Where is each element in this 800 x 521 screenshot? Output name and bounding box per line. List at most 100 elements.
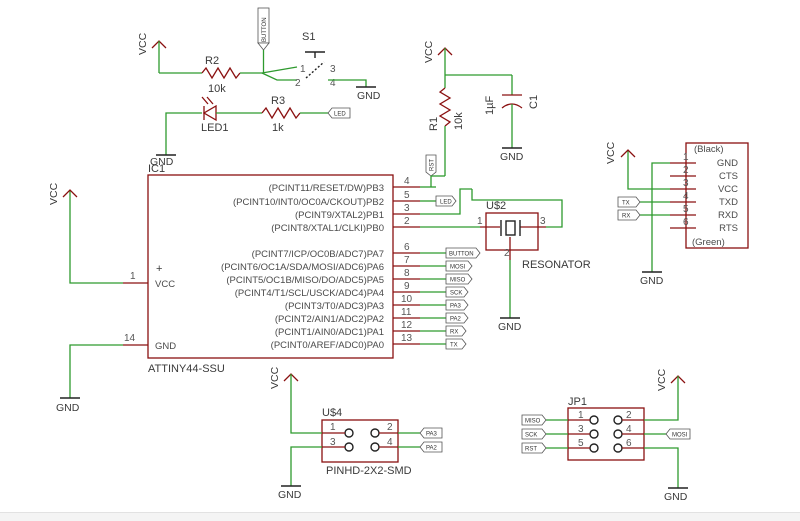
ic1-attiny44[interactable]: IC1 ATTINY44-SSU + 1 14 VCC GND (PCINT11… [123,163,420,375]
svg-text:2: 2 [295,78,301,89]
jp1-ref: JP1 [568,396,587,408]
svg-text:VCC: VCC [656,368,668,391]
ic1-vcc-symbol: VCC [48,182,123,284]
svg-text:2: 2 [626,410,632,421]
ic1-plus-mark: + [156,263,162,275]
svg-text:4: 4 [387,437,393,448]
button-net-tag[interactable]: BUTTON [257,7,270,73]
svg-text:CTS: CTS [719,171,738,182]
svg-text:TX: TX [450,343,458,349]
svg-text:10k: 10k [453,112,465,130]
ftdi-net-tags[interactable]: TX RX [617,196,641,221]
svg-text:RXD: RXD [718,210,738,221]
svg-text:5: 5 [578,438,584,449]
svg-text:GND: GND [357,90,381,102]
ic1-pin-name: GND [155,341,176,352]
resistor-r2[interactable]: R2 10k [159,55,262,95]
ic1-right-pins [393,186,420,345]
svg-text:LED: LED [440,200,452,206]
svg-text:4: 4 [683,191,689,202]
ic1-pin-name: (PCINT4/T1/SCL/USCK/ADC4)PA4 [235,288,384,299]
u4-part: PINHD-2X2-SMD [326,465,412,477]
r3-ref: R3 [271,95,285,107]
svg-text:9: 9 [404,281,410,292]
svg-text:3: 3 [578,424,584,435]
ftdi-pin-nums: 1 2 3 4 5 6 [683,152,689,228]
capacitor-c1[interactable]: GND 1µF C1 [484,75,540,163]
svg-text:PA3: PA3 [426,432,438,438]
ftdi-bottom-label: (Green) [692,237,725,248]
ic1-part: ATTINY44-SSU [148,363,225,375]
svg-text:MOSI: MOSI [450,265,466,271]
net-tag-tx-ftdi: TX [617,196,641,208]
ftdi-header[interactable]: (Black) (Green) GND CTS VCC TXD RXD RTS … [670,142,749,249]
r2-ref: R2 [205,55,219,67]
net-tag-pa2-u4: PA2 [419,441,443,453]
led1[interactable]: LED1 [201,96,262,134]
led1-gnd-symbol: GND [150,112,202,168]
svg-text:VCC: VCC [137,32,149,55]
net-tag-rx-ftdi: RX [617,209,641,221]
svg-text:PA2: PA2 [450,317,462,323]
r1-vcc-symbol: VCC [423,40,512,88]
ic1-pin-name: (PCINT9/XTAL2)PB1 [295,210,384,221]
svg-text:PA2: PA2 [426,446,438,452]
svg-text:GND: GND [498,321,522,333]
ftdi-pin-names: GND CTS VCC TXD RXD RTS [717,158,738,234]
svg-text:GND: GND [56,402,80,414]
header-u4[interactable]: U$4 1 2 3 4 PINHD-2X2-SMD [321,407,412,477]
resonator-ref: U$2 [486,200,506,212]
svg-text:11: 11 [401,307,412,318]
svg-text:GND: GND [278,489,302,501]
svg-text:BUTTON: BUTTON [449,252,474,258]
svg-text:BUTTON: BUTTON [262,17,268,42]
ic1-net-wires [420,186,480,345]
svg-text:3: 3 [404,203,410,214]
u4-ref: U$4 [322,407,342,419]
ic1-pin-name: (PCINT7/ICP/OC0B/ADC7)PA7 [252,249,384,260]
svg-text:LED: LED [334,112,346,118]
svg-text:1: 1 [330,422,336,433]
svg-text:7: 7 [404,255,410,266]
svg-text:GND: GND [640,275,664,287]
ic1-pin-name: VCC [155,279,175,290]
svg-text:2: 2 [504,248,510,259]
net-tag-mosi-jp1: MOSI [665,428,691,440]
ic1-gnd-symbol: GND [56,344,123,414]
s1-ref: S1 [302,31,315,43]
svg-text:1: 1 [300,64,306,75]
jp1-net-tags[interactable]: MISO SCK RST MOSI [521,414,691,454]
svg-text:3: 3 [540,216,546,227]
jp1-wiring: VCC GND [546,368,688,503]
svg-text:C1: C1 [528,95,540,109]
svg-text:6: 6 [404,242,410,253]
header-jp1[interactable]: JP1 1 2 3 4 5 6 [567,396,645,461]
ic1-pin-name: (PCINT5/OC1B/MISO/DO/ADC5)PA5 [226,275,384,286]
svg-text:8: 8 [404,268,410,279]
switch-s1[interactable]: S1 1 2 3 4 GND [261,31,381,102]
ic1-pin-name: (PCINT3/T0/ADC3)PA3 [285,301,384,312]
u4-net-tags[interactable]: PA3 PA2 [419,427,443,453]
svg-text:GND: GND [150,156,174,168]
svg-text:10: 10 [401,294,413,305]
net-tag-rst: RST [425,154,437,187]
resistor-r3[interactable]: R3 1k [261,95,328,134]
svg-text:R1: R1 [428,117,440,131]
svg-text:5: 5 [683,204,689,215]
resonator-u2[interactable]: U$2 1 2 3 RESONATOR GND [471,189,591,333]
svg-text:RX: RX [450,330,458,336]
svg-text:13: 13 [401,333,413,344]
u4-wiring: VCC GND [269,366,420,501]
resistor-r1[interactable]: R1 10k [428,87,465,177]
ic1-pin-name: (PCINT2/AIN1/ADC2)PA2 [275,314,384,325]
ic1-net-tags[interactable]: RST LED BUTTON MOSI MISO SCK PA3 PA2 RX … [425,154,481,350]
led-net-tag[interactable]: LED [327,107,351,119]
svg-text:3: 3 [683,178,689,189]
r3-value: 1k [272,122,284,134]
svg-text:RST: RST [430,159,436,171]
ic1-pin-name: (PCINT1/AIN0/ADC1)PA1 [275,327,384,338]
svg-text:MISO: MISO [450,278,466,284]
svg-text:GND: GND [717,158,738,169]
ic1-ref: IC1 [148,163,165,175]
